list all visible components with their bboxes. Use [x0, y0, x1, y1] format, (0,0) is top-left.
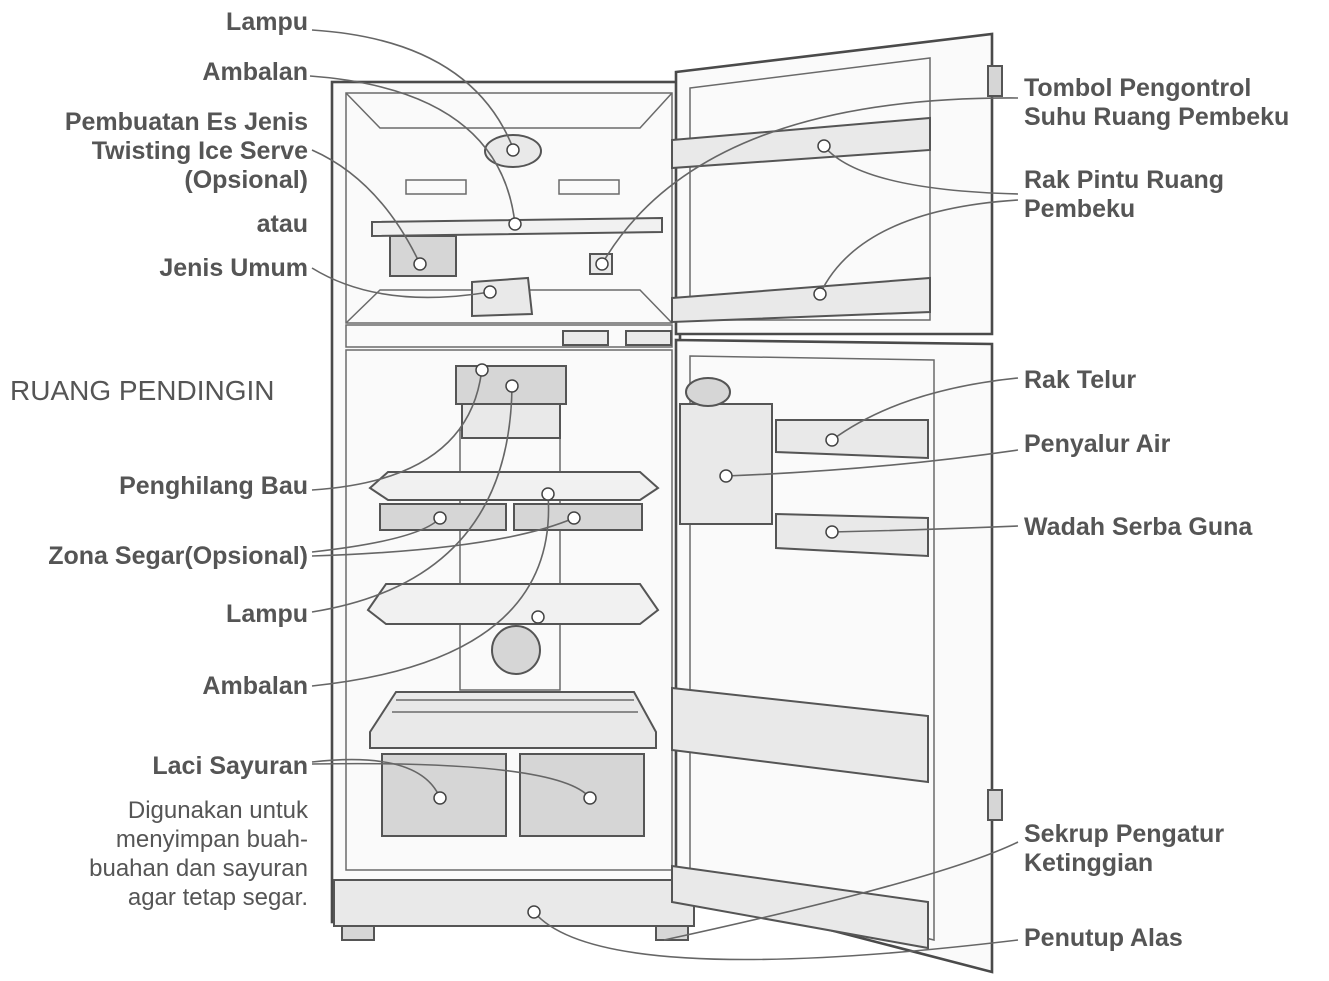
freezer-compartment: [345, 92, 673, 324]
fridge-shelf-upper: [368, 471, 660, 501]
label-rak-pintu: Pembeku: [1024, 195, 1135, 223]
label-zona-segar: Zona Segar(Opsional): [48, 542, 308, 570]
label-rak-pintu: Rak Pintu Ruang: [1024, 166, 1224, 194]
water-dispenser: [679, 403, 773, 525]
label-jenis-umum: Jenis Umum: [159, 254, 308, 282]
egg-rack-shelf: [775, 419, 929, 460]
crisper-description: Digunakan untuk menyimpan buah- buahan d…: [89, 797, 309, 911]
freezer-door: [674, 32, 994, 336]
crisper-cover: [369, 691, 657, 749]
label-tombol-pengontrol: Suhu Ruang Pembeku: [1024, 103, 1289, 131]
label-sekrup-pengatur: Ketinggian: [1024, 849, 1153, 877]
description-line: menyimpan buah-: [116, 826, 308, 853]
label-penyalur-air: Penyalur Air: [1024, 430, 1171, 458]
fridge-shelf-lower: [366, 583, 660, 625]
multi-purpose-shelf: [775, 512, 929, 558]
label-penutup-alas: Penutup Alas: [1024, 924, 1183, 952]
description-line: buahan dan sayuran: [89, 855, 308, 882]
door-shelf-middle: [671, 686, 929, 784]
label-tombol-pengontrol: Tombol Pengontrol: [1024, 74, 1251, 102]
freezer-door-shelf-lower: [671, 276, 931, 324]
label-lampu-fridge: Lampu: [226, 600, 308, 628]
label-atau: atau: [257, 210, 308, 238]
door-shelf-bottom: [671, 864, 929, 950]
crisper-drawer-right: [519, 753, 645, 837]
label-ice-maker: Twisting Ice Serve: [92, 137, 308, 165]
label-ambalan-fridge: Ambalan: [202, 672, 308, 700]
description-line: Digunakan untuk: [128, 797, 309, 824]
leader-lines: [309, 29, 1019, 961]
label-sekrup-pengatur: Sekrup Pengatur: [1024, 820, 1224, 848]
callout-dots: [413, 139, 839, 919]
refrigerator-compartment: [345, 349, 673, 871]
label-wadah-serba-guna: Wadah Serba Guna: [1024, 513, 1253, 541]
label-rak-telur: Rak Telur: [1024, 366, 1136, 394]
section-title: RUANG PENDINGIN: [10, 375, 274, 406]
label-lampu-freezer: Lampu: [226, 8, 308, 36]
label-laci-sayuran: Laci Sayuran: [152, 752, 308, 780]
label-ice-maker: (Opsional): [184, 166, 308, 194]
label-ambalan-freezer: Ambalan: [202, 58, 308, 86]
base-cover: [333, 879, 695, 927]
ice-tray: [471, 276, 534, 318]
description-line: agar tetap segar.: [128, 884, 308, 911]
refrigerator-illustration: [330, 32, 1003, 974]
left-labels: Lampu Ambalan Pembuatan Es Jenis Twistin…: [48, 8, 308, 780]
label-ice-maker: Pembuatan Es Jenis: [65, 108, 308, 136]
freezer-door-shelf-upper: [671, 116, 931, 170]
right-labels: Tombol Pengontrol Suhu Ruang Pembeku Rak…: [1024, 74, 1289, 952]
label-penghilang-bau: Penghilang Bau: [119, 472, 308, 500]
fridge-fan: [491, 625, 541, 675]
control-panel: [562, 330, 609, 346]
